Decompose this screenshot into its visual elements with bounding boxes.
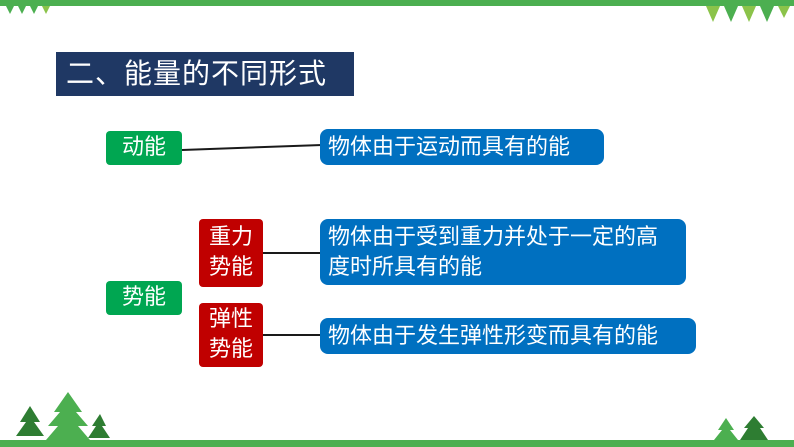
pine-tree-icon (714, 416, 768, 440)
bottom-decor-bar (0, 440, 794, 447)
leaf-triangle-icon (706, 6, 790, 22)
gravitational-energy-definition: 物体由于受到重力并处于一定的高度时所具有的能 (320, 219, 686, 285)
elastic-label-line1: 弹性 (208, 307, 253, 332)
connector-line (182, 144, 322, 151)
elastic-label-line2: 势能 (208, 337, 253, 362)
connector-line (263, 334, 321, 336)
kinetic-energy-tag: 动能 (106, 131, 182, 165)
connector-line (263, 252, 321, 254)
gravitational-label-line2: 势能 (208, 255, 253, 280)
pine-tree-icon (16, 392, 110, 440)
kinetic-energy-definition: 物体由于运动而具有的能 (320, 129, 604, 165)
potential-energy-tag: 势能 (106, 281, 182, 315)
top-decor-bar (0, 0, 794, 6)
elastic-energy-tag: 弹性 势能 (199, 303, 263, 367)
elastic-energy-definition: 物体由于发生弹性形变而具有的能 (320, 318, 696, 354)
gravitational-label-line1: 重力 (208, 225, 253, 250)
leaf-triangle-icon (6, 6, 50, 14)
page-title: 二、能量的不同形式 (56, 52, 354, 96)
gravitational-energy-tag: 重力 势能 (199, 219, 263, 287)
